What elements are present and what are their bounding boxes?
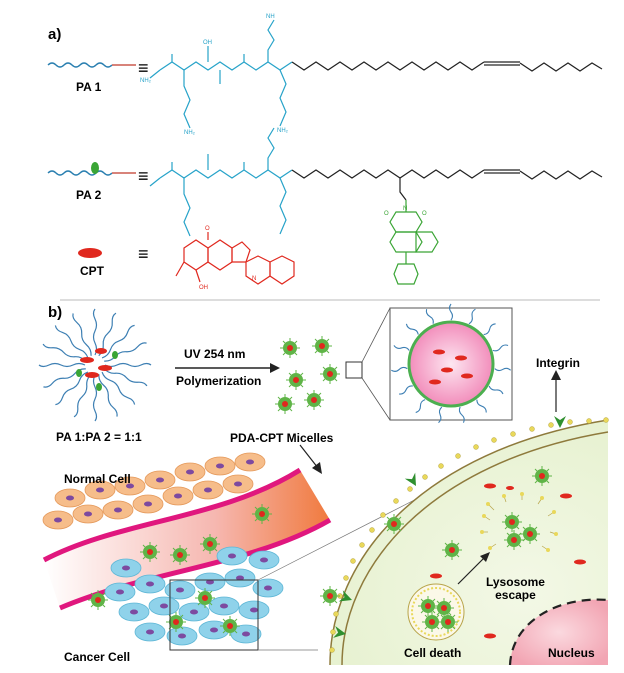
- micelle-large: [391, 303, 512, 424]
- naph-o1-label: O: [384, 211, 389, 217]
- pa-assembly: [38, 308, 152, 422]
- polymerization-label: Polymerization: [176, 374, 262, 388]
- pa1-oh-label: OH: [203, 40, 212, 46]
- lysosome-escape-label: Lysosome escape: [486, 575, 545, 602]
- cpt-equiv-symbol: ≡: [138, 244, 149, 264]
- endosome: [407, 583, 465, 641]
- naphthalimide-structure: [389, 200, 439, 285]
- uv-label: UV 254 nm: [184, 347, 246, 361]
- naph-n-label: N: [403, 206, 407, 212]
- pa1-peptide-structure: [149, 19, 293, 129]
- pa1-label: PA 1: [76, 80, 102, 94]
- pa2-label: PA 2: [76, 188, 102, 202]
- integrin-label: Integrin: [536, 356, 580, 370]
- naphthalimide-tag-icon: [91, 162, 99, 174]
- panel-a: OH NH₂ NH NH₂ NH₂: [47, 14, 603, 301]
- pa2-lipid-chain: [291, 169, 603, 201]
- pa1-nh2-label: NH₂: [140, 78, 152, 84]
- cpt-o-label: O: [205, 226, 210, 232]
- cpt-oh-label: OH: [199, 285, 208, 291]
- pa2-peptide-structure: [149, 127, 293, 237]
- pa1-lipid-chain: [291, 61, 603, 72]
- ratio-label: PA 1:PA 2 = 1:1: [56, 430, 142, 444]
- pa1-lys1-label: NH₂: [184, 130, 196, 136]
- nucleus-label: Nucleus: [548, 646, 595, 660]
- pa1-equiv-symbol: ≡: [138, 58, 149, 78]
- cancer-cell-cutaway: [319, 416, 609, 666]
- tumor-zoom-box: [169, 579, 259, 651]
- cancer-cell-label: Cancer Cell: [64, 650, 131, 664]
- pa2-strand-icon: [47, 170, 113, 176]
- cell-death-label: Cell death: [404, 646, 462, 660]
- pa1-strand-icon: [47, 62, 113, 68]
- pa1-guan-label: NH: [266, 14, 275, 20]
- lysosome-vesicle: [480, 492, 558, 552]
- micelle-cluster: [274, 335, 341, 415]
- panel-b-label: b): [48, 304, 63, 321]
- micelles-label: PDA-CPT Micelles: [230, 431, 334, 445]
- pa1-lys2-label: NH₂: [277, 128, 289, 134]
- cpt-capsule-icon: [78, 248, 102, 258]
- cpt-structure: [175, 232, 295, 285]
- cpt-label: CPT: [80, 264, 104, 278]
- nucleus: [510, 599, 608, 665]
- naph-o2-label: O: [422, 211, 427, 217]
- zoom-box: [345, 361, 363, 379]
- normal-cell-label: Normal Cell: [64, 472, 131, 486]
- pa2-equiv-symbol: ≡: [138, 166, 149, 186]
- cpt-n-label: N: [252, 276, 256, 282]
- panel-a-label: a): [48, 26, 62, 43]
- panel-b: [38, 303, 609, 666]
